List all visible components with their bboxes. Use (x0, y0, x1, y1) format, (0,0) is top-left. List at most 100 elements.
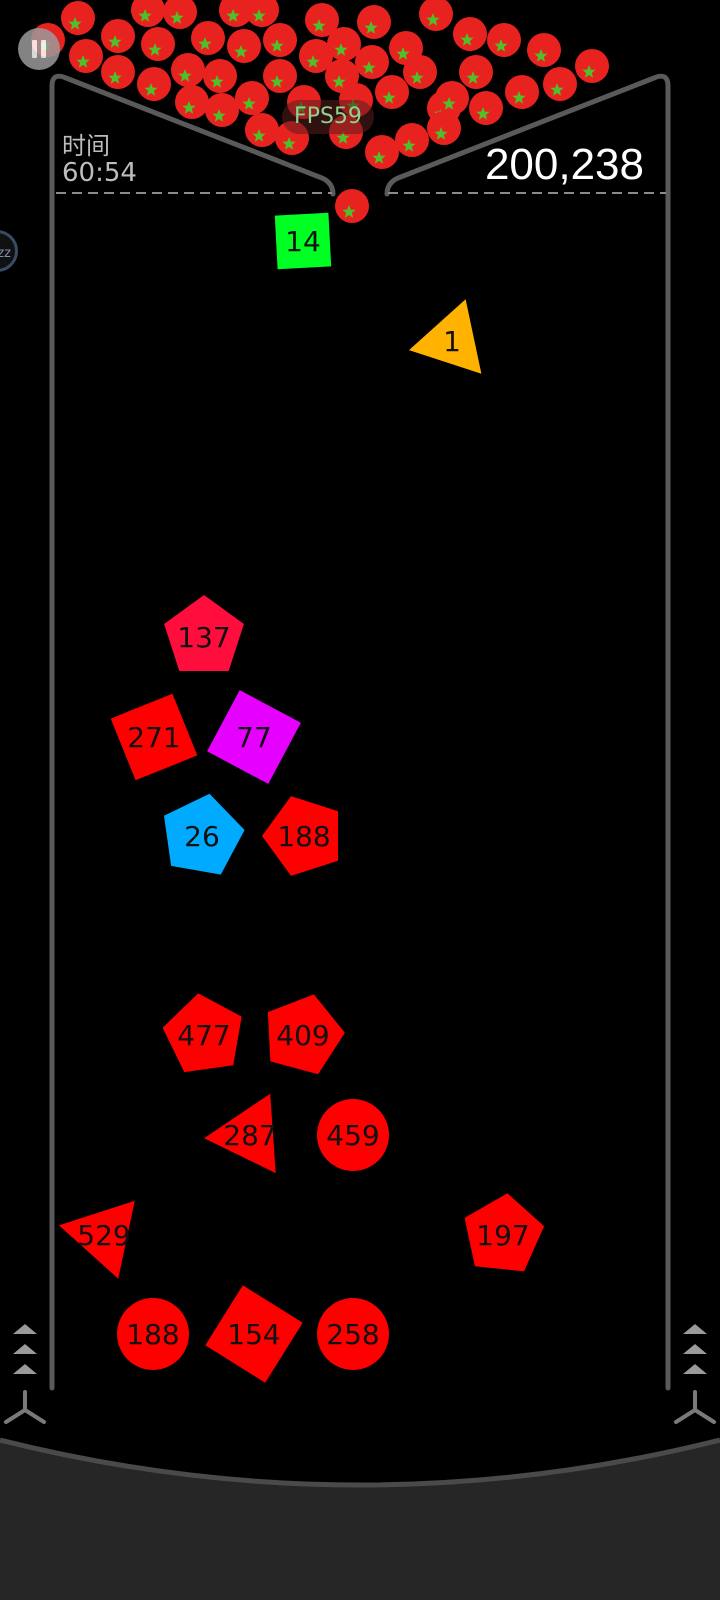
piece-pentagon-188[interactable]: 188 (262, 796, 338, 876)
piece-value-label: 477 (177, 1019, 230, 1052)
piece-shape (162, 993, 242, 1073)
queued-ball (469, 91, 503, 125)
piece-value-label: 1 (443, 325, 461, 358)
queued-ball (203, 59, 237, 93)
queued-ball (427, 111, 461, 145)
piece-shape (117, 1298, 189, 1370)
queued-ball (505, 75, 539, 109)
piece-value-label: 154 (227, 1318, 280, 1351)
pause-button[interactable] (18, 28, 60, 70)
piece-shape (409, 299, 482, 374)
queued-ball (61, 1, 95, 35)
queued-ball (227, 29, 261, 63)
piece-shape (267, 994, 345, 1075)
piece-shape (204, 1093, 276, 1174)
piece-shape (274, 212, 332, 270)
piece-pentagon-197[interactable]: 197 (464, 1193, 545, 1272)
queued-ball (101, 19, 135, 53)
queued-ball (575, 49, 609, 83)
right-boost-arrows-icon[interactable] (683, 1324, 707, 1374)
piece-value-label: 197 (476, 1219, 529, 1252)
queued-ball (219, 0, 253, 27)
piece-pentagon-409[interactable]: 409 (267, 994, 345, 1075)
piece-triangle-1[interactable]: 1 (409, 299, 482, 374)
piece-shape (59, 1200, 135, 1279)
queued-ball (191, 21, 225, 55)
queued-ball (459, 55, 493, 89)
piece-value-label: 14 (285, 225, 321, 258)
queued-ball (235, 81, 269, 115)
piece-circle-188[interactable]: 188 (117, 1298, 189, 1370)
piece-triangle-287[interactable]: 287 (204, 1093, 277, 1174)
time-value: 60:54 (62, 158, 137, 188)
piece-shape (205, 1285, 303, 1383)
queued-ball (453, 17, 487, 51)
queued-ball (487, 23, 521, 57)
piece-value-label: 26 (184, 820, 220, 853)
queued-ball (435, 81, 469, 115)
queued-ball (205, 93, 239, 127)
piece-value-label: 287 (223, 1119, 276, 1152)
queued-ball (403, 55, 437, 89)
queued-ball (395, 123, 429, 157)
piece-value-label: 271 (127, 721, 180, 754)
piece-value-label: 529 (77, 1219, 130, 1252)
piece-shape (207, 690, 301, 784)
piece-value-label: 188 (126, 1318, 179, 1351)
queued-ball (305, 3, 339, 37)
piece-shape (464, 1193, 545, 1272)
queued-ball (355, 45, 389, 79)
piece-value-label: 137 (177, 621, 230, 654)
queued-ball (263, 59, 297, 93)
left-boost-arrows-icon[interactable] (13, 1324, 37, 1374)
queued-ball (419, 0, 453, 31)
piece-pentagon-137[interactable]: 137 (164, 595, 244, 671)
piece-shape (110, 693, 198, 781)
queued-ball (131, 0, 165, 27)
queued-ball (163, 0, 197, 29)
queued-ball (263, 23, 297, 57)
queued-ball (137, 67, 171, 101)
piece-value-label: 188 (277, 820, 330, 853)
queued-ball (245, 0, 279, 27)
piece-pentagon-26[interactable]: 26 (164, 793, 245, 875)
queued-ball (365, 135, 399, 169)
piece-shape (164, 595, 244, 671)
fps-counter: FPS59 (282, 100, 374, 134)
queued-ball (245, 113, 279, 147)
piece-shape (164, 793, 245, 875)
queued-ball (375, 75, 409, 109)
piece-circle-459[interactable]: 459 (317, 1099, 389, 1171)
score-value: 200,238 (484, 140, 644, 189)
queued-ball (69, 39, 103, 73)
right-wall (384, 73, 671, 1391)
piece-circle-258[interactable]: 258 (317, 1298, 389, 1370)
pieces-layer: 14 1 137 271 77 26 188 477 409 287 459 529 197 188 154… (59, 212, 545, 1383)
piece-shape (317, 1099, 389, 1171)
queued-ball (299, 39, 333, 73)
piece-shape (317, 1298, 389, 1370)
left-launcher-icon[interactable] (4, 1390, 46, 1424)
piece-value-label: 77 (236, 721, 272, 754)
piece-value-label: 409 (276, 1019, 329, 1052)
piece-pentagon-477[interactable]: 477 (162, 993, 242, 1073)
piece-value-label: 459 (326, 1119, 379, 1152)
piece-triangle-529[interactable]: 529 (59, 1200, 135, 1279)
queued-ball (527, 33, 561, 67)
piece-square-154[interactable]: 154 (205, 1285, 303, 1383)
queued-ball (543, 67, 577, 101)
right-launcher-icon[interactable] (674, 1390, 716, 1424)
bottom-tray (0, 1440, 720, 1600)
piece-shape (262, 796, 338, 876)
queued-ball (141, 27, 175, 61)
queued-ball (171, 53, 205, 87)
tray-rim (0, 1437, 720, 1488)
queued-ball (357, 5, 391, 39)
piece-square-14[interactable]: 14 (274, 212, 332, 270)
piece-value-label: 258 (326, 1318, 379, 1351)
queued-ball (175, 85, 209, 119)
queued-ball (101, 55, 135, 89)
piece-square-77[interactable]: 77 (207, 690, 301, 784)
piece-square-271[interactable]: 271 (110, 693, 198, 781)
